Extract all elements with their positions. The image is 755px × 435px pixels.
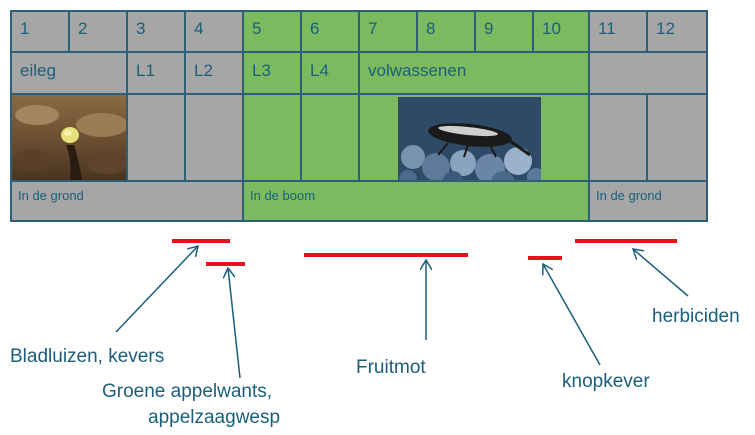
stage-empty xyxy=(588,51,708,95)
label-bud: knopkever xyxy=(562,371,650,392)
arrow-bud xyxy=(543,264,601,366)
location-ground-start: In de grond xyxy=(10,180,244,222)
stage-l2: L2 xyxy=(184,51,244,95)
month-1: 1 xyxy=(10,10,70,53)
label-bugs-line2: appelzaagwesp xyxy=(148,407,281,428)
month-5: 5 xyxy=(242,10,302,53)
month-6: 6 xyxy=(300,10,360,53)
arrow-bugs xyxy=(228,268,241,379)
weevil-on-stones-photo xyxy=(398,97,541,183)
label-bugs-line1: Groene appelwants, xyxy=(102,381,273,402)
month-12: 12 xyxy=(646,10,708,53)
label-herb: herbiciden xyxy=(652,306,740,327)
stage-adult: volwassenen xyxy=(358,51,590,95)
location-tree: In de boom xyxy=(242,180,590,222)
soil-egg-photo xyxy=(12,95,126,180)
arrow-aphids xyxy=(115,246,198,333)
label-aphids: Bladluizen, kevers xyxy=(10,346,165,367)
month-11: 11 xyxy=(588,10,648,53)
image-cell-12 xyxy=(646,93,708,182)
label-codling: Fruitmot xyxy=(356,357,426,378)
month-7: 7 xyxy=(358,10,418,53)
stage-l1: L1 xyxy=(126,51,186,95)
arrow-herb xyxy=(633,249,689,297)
location-ground-end: In de grond xyxy=(588,180,708,222)
